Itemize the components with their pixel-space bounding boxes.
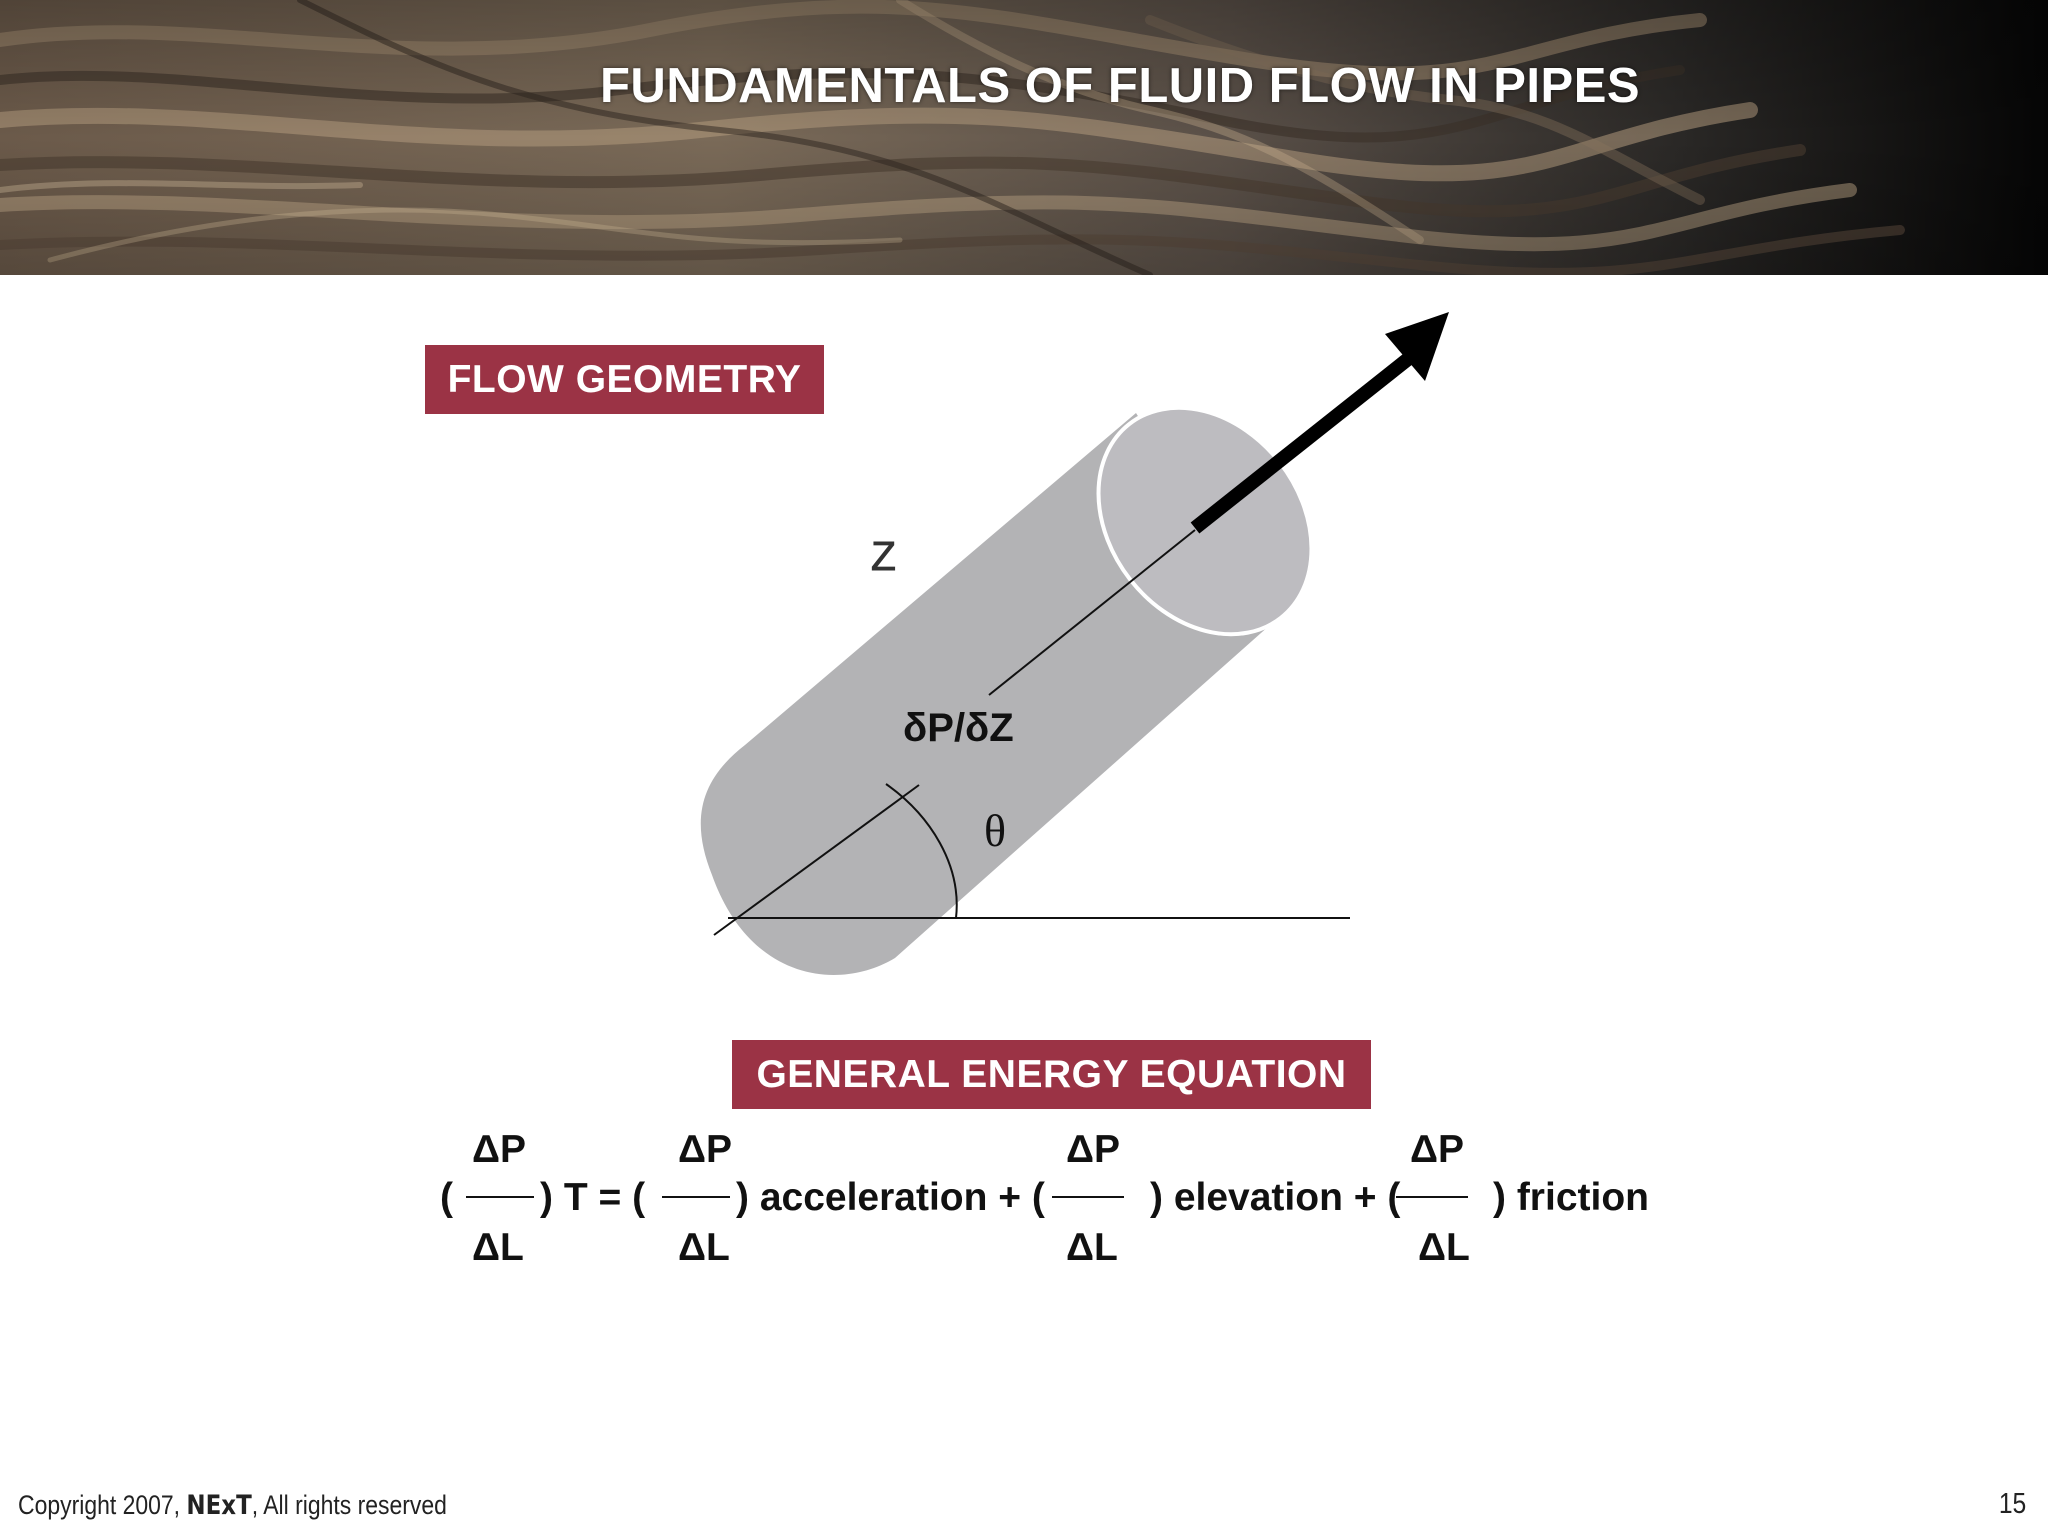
eq-total-denominator: ΔL xyxy=(472,1226,524,1269)
eq-total-numerator: ΔP xyxy=(472,1128,527,1171)
pressure-gradient-label: δP/δZ xyxy=(903,706,1014,750)
eq-elevation-denominator: ΔL xyxy=(1066,1226,1118,1269)
eq-total-fraction-bar xyxy=(466,1196,534,1198)
pipe-diagram: Z δP/δZ θ xyxy=(0,275,2048,1015)
pipe-diagram-svg: Z δP/δZ θ xyxy=(700,312,1449,975)
z-axis-label: Z xyxy=(870,532,897,581)
flow-geometry-label: FLOW GEOMETRY xyxy=(425,345,824,414)
eq-friction-numerator: ΔP xyxy=(1410,1128,1465,1171)
eq-acceleration-denominator: ΔL xyxy=(678,1226,730,1269)
flow-arrow-shaft xyxy=(1190,353,1413,534)
eq-friction-fraction-bar xyxy=(1396,1196,1468,1198)
brand-logo-text: NExT xyxy=(186,1490,252,1521)
pipe-centerline-upper xyxy=(988,529,1196,696)
page-number: 15 xyxy=(1998,1488,2026,1520)
eq-term-acceleration: ) acceleration + ( xyxy=(736,1176,1045,1219)
pipe-centerline-lower xyxy=(713,784,920,936)
eq-acceleration-numerator: ΔP xyxy=(678,1128,733,1171)
eq-elevation-numerator: ΔP xyxy=(1066,1128,1121,1171)
slide-title: FUNDAMENTALS OF FLUID FLOW IN PIPES xyxy=(600,59,1641,113)
angle-theta-label: θ xyxy=(984,805,1006,856)
eq-open-paren: ( xyxy=(440,1176,453,1219)
eq-friction-denominator: ΔL xyxy=(1418,1226,1470,1269)
eq-term-friction: ) friction xyxy=(1493,1176,1649,1219)
eq-term-elevation: ) elevation + ( xyxy=(1150,1176,1401,1219)
eq-term-total: ) T = ( xyxy=(540,1176,646,1219)
eq-acceleration-fraction-bar xyxy=(662,1196,730,1198)
header-banner: FUNDAMENTALS OF FLUID FLOW IN PIPES xyxy=(0,0,2048,275)
copyright-prefix: Copyright 2007, xyxy=(18,1490,187,1520)
copyright-suffix: , All rights reserved xyxy=(251,1490,447,1520)
angle-arc xyxy=(885,783,958,919)
flow-arrow-head xyxy=(1385,312,1449,381)
eq-elevation-fraction-bar xyxy=(1052,1196,1124,1198)
rock-texture-image xyxy=(0,0,2048,275)
energy-equation-label: GENERAL ENERGY EQUATION xyxy=(732,1040,1371,1109)
copyright-notice: Copyright 2007, NExT, All rights reserve… xyxy=(18,1490,447,1521)
